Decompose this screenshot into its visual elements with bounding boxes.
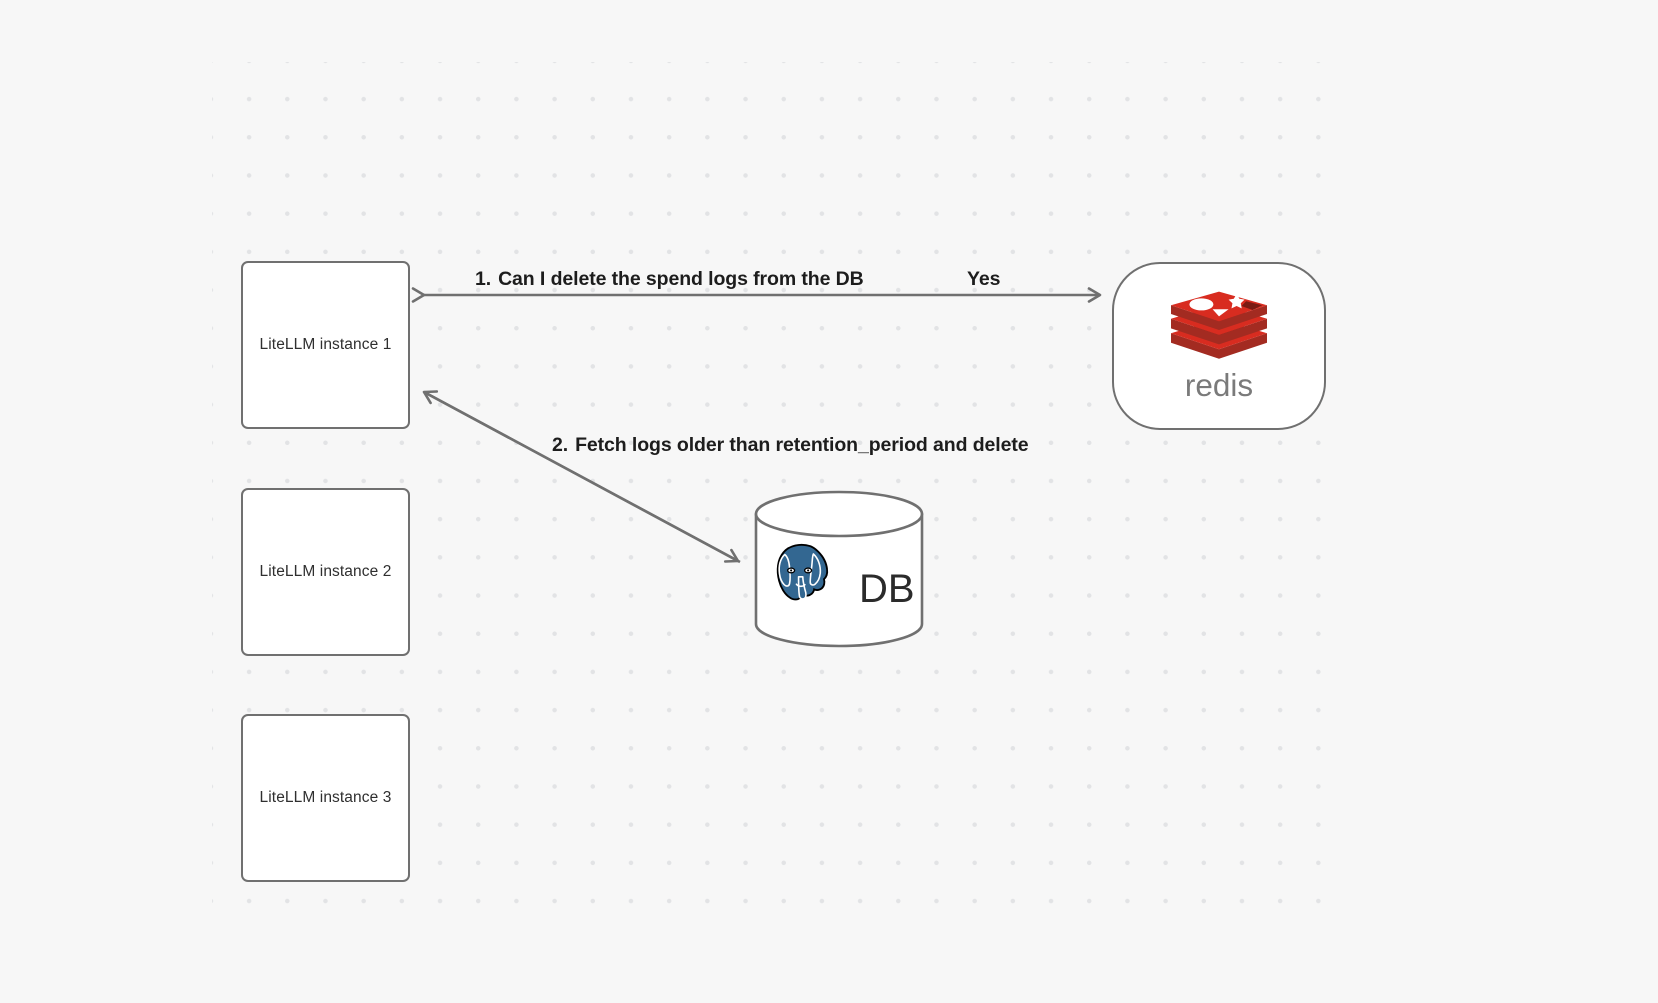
node-litellm-instance-1-label: LiteLLM instance 1 [259, 336, 392, 353]
redis-logo-icon [1171, 291, 1267, 359]
node-litellm-instance-1[interactable]: LiteLLM instance 1 [241, 261, 410, 429]
redis-wordmark-text: redis [1185, 368, 1253, 403]
edge-label-step1-reply: Yes [967, 268, 1001, 290]
edge-label-step2: 2. Fetch logs older than retention_period… [552, 434, 1029, 457]
db-cylinder-shape: DB [754, 490, 924, 648]
node-litellm-instance-2[interactable]: LiteLLM instance 2 [241, 488, 410, 656]
node-litellm-instance-3-label: LiteLLM instance 3 [259, 789, 392, 806]
edge-instance1-db [422, 390, 741, 564]
node-litellm-instance-3[interactable]: LiteLLM instance 3 [241, 714, 410, 882]
node-litellm-instance-2-label: LiteLLM instance 2 [259, 563, 392, 580]
edge-label-step1: 1. Can I delete the spend logs from the D… [475, 268, 864, 291]
edge-label-step2-number: 2. [552, 434, 569, 456]
edge-label-step1-number: 1. [475, 268, 492, 290]
db-node-label: DB [859, 567, 915, 611]
node-db[interactable]: DB [753, 490, 925, 648]
postgresql-elephant-icon [776, 543, 829, 601]
edge-label-step1-text: Can I delete the spend logs from the DB [498, 268, 864, 290]
redis-wordmark: redis [1185, 368, 1253, 403]
edge-label-step2-text: Fetch logs older than retention_period a… [575, 434, 1029, 456]
node-redis[interactable]: redis [1112, 262, 1326, 430]
